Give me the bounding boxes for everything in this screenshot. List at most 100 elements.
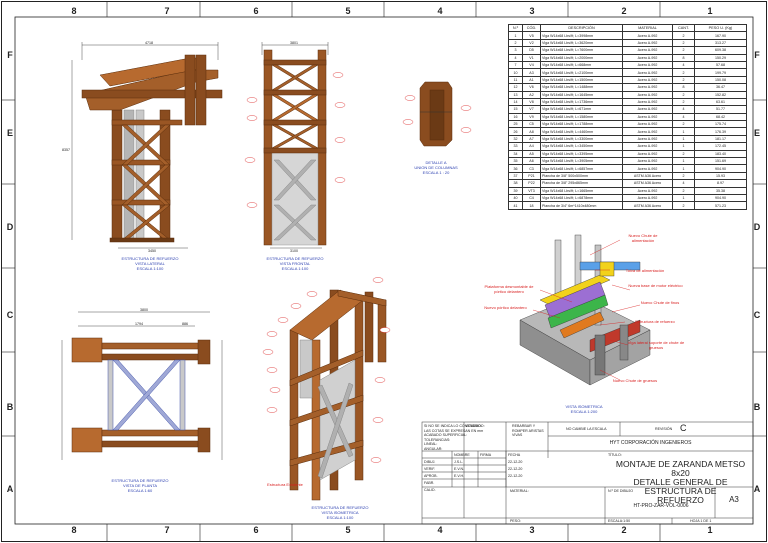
dim-lateral-bottom: 3450 (148, 249, 156, 253)
bom-cell: Viga W14x68 Lbs/ft; L=1645mm (540, 90, 623, 99)
bom-cell: 2 (672, 68, 695, 77)
bom-cell: 2 (672, 75, 695, 85)
bom-cell: VT3 (522, 186, 541, 196)
caption-frontal: ESTRUCTURA DE REFUERZO VISTA FRONTAL ESC… (255, 256, 335, 271)
caption-lateral: ESTRUCTURA DE REFUERZO VISTA LATERAL ESC… (110, 256, 190, 271)
caption-assembly: VISTA ISOMETRICA ESCALA 1:200 (548, 404, 620, 414)
caption-frontal-line3: ESCALA 1:100 (281, 266, 309, 271)
view-frontal (244, 42, 346, 249)
zone-row-f-right: F (754, 50, 760, 60)
zone-col-6: 6 (253, 6, 259, 16)
bom-cell: V5 (522, 31, 541, 40)
bom-cell: ASTM A36 Acero (622, 171, 673, 181)
bom-cell: 2 (672, 186, 695, 196)
zone-col-4-bottom: 4 (437, 525, 443, 535)
bom-cell: Acero A-992 (622, 120, 673, 129)
bom-cell: A4 (522, 142, 541, 151)
bom-cell: A6 (522, 157, 541, 166)
bom-cell: C4 (522, 193, 541, 203)
bom-cell: Viga W14x68 Lbs/ft; L=1788mm (540, 120, 623, 129)
bom-cell: A2 (522, 90, 541, 99)
tb-sig-cell: APROB. (424, 473, 438, 478)
bom-cell: 2 (672, 171, 695, 181)
bom-cell: Viga W14x68 Lbs/ft; L=671mm (540, 105, 623, 114)
bom-cell: 2 (672, 149, 695, 159)
bom-cell: 167.90 (694, 31, 747, 40)
bom-cell: Viga W14x68 Lbs/ft; L=1488mm (540, 83, 623, 92)
bom-cell: V6 (522, 83, 541, 92)
bom-cell: 8 (672, 53, 695, 62)
bom-cell: 1 (672, 134, 695, 144)
callout-leaders (532, 239, 641, 381)
zone-col-5-bottom: 5 (345, 525, 351, 535)
bom-cell: 183.40 (694, 149, 747, 159)
bom-cell: V1 (522, 53, 541, 62)
tb-rebarbar-2: ROMPER ARISTAS (512, 428, 544, 433)
bom-cell: P22 (522, 179, 541, 188)
tb-sig-cell: 22-12-20 (508, 466, 523, 471)
tb-sig-cell: VERIF. (424, 466, 436, 471)
bom-header-cell: CÓD. (522, 23, 541, 33)
tb-sig-header-firma: FIRMA (480, 452, 492, 457)
tb-note-5: LINEAL: (424, 442, 438, 447)
callout-estructura-refuerzo: Estructura de refuerzo (635, 319, 675, 324)
caption-lateral-line3: ESCALA 1:100 (136, 266, 164, 271)
bom-cell: 51.77 (694, 105, 747, 114)
bom-cell: Viga W14x68 Lbs/ft; L=2000mm (540, 53, 623, 62)
bom-cell: 150.08 (694, 75, 747, 85)
bom-cell: Viga W14x68 Lbs/ft; L=3450mm (540, 142, 623, 151)
bom-cell: Acero A-992 (622, 68, 673, 77)
bom-cell: V8 (522, 97, 541, 107)
bom-cell: 4 (672, 105, 695, 114)
bom-cell: 2 (672, 31, 695, 40)
bom-cell: Acero A-992 (622, 46, 673, 55)
bom-cell: Viga W14x68 Lbs/ft; L=7600mm (540, 46, 623, 55)
zone-col-7: 7 (164, 6, 170, 16)
bom-cell: 181.17 (694, 134, 747, 144)
bom-cell: 571.23 (694, 201, 747, 210)
tb-sig-cell: E.V.H. (454, 473, 465, 478)
dim-frontal-top: 3801 (290, 41, 298, 45)
zone-row-b-right: B (753, 402, 761, 412)
bom-cell: 35 (508, 157, 523, 166)
bom-cell: Plancha de 3/8" 295x865mm (540, 179, 623, 188)
bom-cell: 152.82 (694, 90, 747, 99)
bom-cell: 34 (508, 149, 523, 159)
bom-cell: 3 (508, 46, 523, 55)
bom-cell: V7 (522, 105, 541, 114)
bom-cell: V9 (522, 112, 541, 122)
caption-lateral-line1: ESTRUCTURA DE REFUERZO (121, 256, 179, 261)
bom-cell: 313.27 (694, 38, 747, 48)
tb-title-line3: REFUERZO (657, 495, 704, 505)
bom-cell: 57.68 (694, 60, 747, 70)
bom-cell: 36.47 (694, 83, 747, 92)
bom-cell: 18 (522, 201, 541, 210)
bom-cell: 14 (508, 97, 523, 107)
caption-assembly-line1: VISTA ISOMETRICA (565, 404, 603, 409)
tb-sig-cell: E.V.N. (454, 466, 465, 471)
zone-col-8-bottom: 8 (71, 525, 77, 535)
tb-title-line2: DETALLE GENERAL DE ESTRUCTURA DE (633, 477, 728, 496)
tb-escala: ESCALA:1:50 (608, 519, 631, 523)
tb-note-1: SI NO SE INDICA LO CONTRARIO: (424, 424, 482, 428)
bom-cell: Acero A-992 (622, 157, 673, 166)
tb-note-6: ANGULAR: (424, 446, 443, 451)
zone-row-f: F (7, 50, 13, 60)
bom-cell: Viga W14x68 Lbs/ft; L=3300mm (540, 134, 623, 144)
zone-col-2: 2 (621, 6, 627, 16)
bom-cell: 7 (508, 60, 523, 70)
zone-row-a-right: A (753, 484, 761, 494)
bom-cell: 12 (508, 83, 523, 92)
bom-cell: Acero A-992 (622, 83, 673, 92)
bom-cell: 41 (508, 201, 523, 210)
bom-cell: 38 (508, 179, 523, 188)
bom-cell: 151.69 (694, 157, 747, 166)
zone-row-e-right: E (753, 128, 760, 138)
bom-cell: Viga W14x68 Lbs/ft; L=4460mm (540, 127, 623, 136)
